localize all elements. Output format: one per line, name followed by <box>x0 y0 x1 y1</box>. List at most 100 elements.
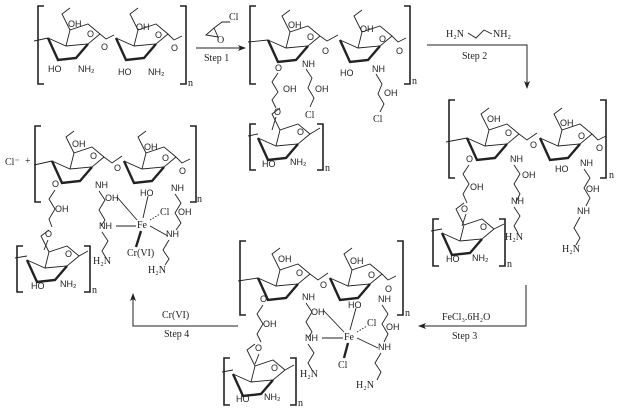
repeat-n: n <box>325 163 330 174</box>
ether-oxygen-label: O <box>52 179 59 189</box>
ethylenediamine-left-label: H₂N <box>446 29 464 40</box>
epoxide-oxygen-label: O <box>217 35 224 46</box>
structure-aminated-chitosan: n OH O O OH O HO O O OH O NH OH NH H₂N N… <box>430 99 614 270</box>
hydroxyl-label: OH <box>105 193 119 203</box>
glycosidic-oxygen-label: O <box>385 284 392 294</box>
hydroxyl-label: OH <box>315 84 329 94</box>
hydroxyl-label: OH <box>178 207 192 217</box>
chromium-reagent-label: Cr(VI) <box>162 310 189 321</box>
hydroxyl-label: HO <box>48 64 62 74</box>
hydroxyl-label: OH <box>386 322 400 332</box>
ring-oxygen-label: O <box>162 153 169 163</box>
ring-oxygen-label: O <box>155 30 162 40</box>
step-1-label: Step 1 <box>204 53 229 64</box>
hydroxyl-label: OH <box>136 22 150 32</box>
amine-label: NH <box>378 342 391 352</box>
iron-center-label: Fe <box>344 332 355 343</box>
ring-oxygen-label: O <box>271 363 278 373</box>
hydroxyl-label: OH <box>311 307 325 317</box>
amine-label: NH <box>305 333 318 343</box>
amine-label: NH₂ <box>264 392 281 402</box>
amine-label: NH <box>302 292 315 302</box>
chloride-ligand-label: Cl <box>367 318 377 329</box>
ring-oxygen-label: O <box>505 128 512 138</box>
step-4-arrow: Cr(VI) Step 4 <box>130 293 238 340</box>
hydroxyl-label: HO <box>446 254 460 264</box>
amine-label: NH <box>166 229 179 239</box>
ring-oxygen-label: O <box>65 249 72 259</box>
amine-label: NH <box>510 154 523 164</box>
chloride-ion-label: Cl⁻ <box>5 157 20 168</box>
amine-label: NH₂ <box>78 64 95 74</box>
hydroxyl-label: OH <box>522 170 536 180</box>
ether-oxygen-label: O <box>274 107 281 117</box>
ring-oxygen-label: O <box>480 222 487 232</box>
ring-oxygen-label: O <box>87 29 94 39</box>
repeat-n: n <box>188 78 193 89</box>
chlorine-label: Cl <box>305 110 315 121</box>
ring-oxygen-label: O <box>368 270 375 280</box>
primary-amine-label: H₂N <box>300 369 318 380</box>
hydroxyl-label: HO <box>31 281 45 291</box>
glycosidic-oxygen-label: O <box>320 280 327 290</box>
hydroxyl-label: OH <box>144 142 158 152</box>
ferric-chloride-label: FeCl₃.6H₂O <box>442 312 490 323</box>
hydroxyl-label: HO <box>118 67 132 77</box>
amine-label: NH₂ <box>472 253 489 263</box>
plus-sign: + <box>25 156 31 167</box>
amine-label: NH <box>95 180 108 190</box>
primary-amine-label: H₂N <box>93 256 111 267</box>
ring-oxygen-label: O <box>296 268 303 278</box>
ring-oxygen-label: O <box>90 151 97 161</box>
step-2-label: Step 2 <box>462 51 487 62</box>
repeat-n: n <box>405 308 410 319</box>
ether-oxygen-label: O <box>260 294 267 304</box>
hydroxyl-label: OH <box>586 184 600 194</box>
glycosidic-oxygen-label: O <box>396 46 403 56</box>
amine-label: NH <box>511 196 524 206</box>
hydroxyl-label: OH <box>278 254 292 264</box>
repeat-n: n <box>197 194 202 205</box>
amine-label: NH <box>99 221 112 231</box>
ring-oxygen-label: O <box>379 34 386 44</box>
glycosidic-oxygen-label: O <box>171 43 178 53</box>
hydroxyl-label: OH <box>68 19 82 29</box>
repeat-n: n <box>507 259 512 270</box>
amine-label: NH <box>577 206 590 216</box>
repeat-n: n <box>92 285 97 296</box>
glycosidic-oxygen-label: O <box>114 163 121 173</box>
primary-amine-label: H₂N <box>505 232 523 243</box>
hydroxyl-label: OH <box>263 319 277 329</box>
chloride-ligand-label: Cl <box>160 207 170 218</box>
ethylenediamine-right-label: NH₂ <box>493 29 511 40</box>
ring-oxygen-label: O <box>578 131 585 141</box>
ring-oxygen-label: O <box>307 32 314 42</box>
ether-oxygen-label: O <box>275 63 282 73</box>
ring-oxygen-label: O <box>297 127 304 137</box>
ether-oxygen-label: O <box>466 154 473 164</box>
primary-amine-label: H₂N <box>148 265 166 276</box>
hydroxyl-label: OH <box>470 182 484 192</box>
hydroxyl-label: HO <box>348 300 362 310</box>
amine-label: NH <box>372 64 385 74</box>
hydroxyl-label: HO <box>555 164 569 174</box>
repeat-n: n <box>298 398 303 409</box>
hydroxyl-label: OH <box>487 114 501 124</box>
amine-label: NH <box>171 183 184 193</box>
structure-chitosan: n OH O HO NH₂ O OH O HO NH₂ O <box>33 5 193 89</box>
hydroxyl-label: HO <box>140 188 154 198</box>
hydroxyl-label: HO <box>262 159 276 169</box>
step-3-arrow: FeCl₃.6H₂O Step 3 <box>418 285 527 342</box>
structure-crosslinked-chitosan: n OH O O OH O HO O O OH O NH OH Cl NH OH… <box>247 5 417 174</box>
amine-label: NH <box>580 158 593 168</box>
amine-label: NH₂ <box>60 279 77 289</box>
hydroxyl-label: OH <box>72 139 86 149</box>
structure-iron-complex: n OH O O OH O O O OH O NH OH NH H₂N Fe H… <box>221 240 410 409</box>
ether-oxygen-label: O <box>45 229 52 239</box>
glycosidic-oxygen-label: O <box>322 46 329 56</box>
glycosidic-oxygen-label: O <box>179 166 186 176</box>
hydroxyl-label: OH <box>55 204 69 214</box>
glycosidic-oxygen-label: O <box>530 140 537 150</box>
amine-label: NH₂ <box>290 157 307 167</box>
